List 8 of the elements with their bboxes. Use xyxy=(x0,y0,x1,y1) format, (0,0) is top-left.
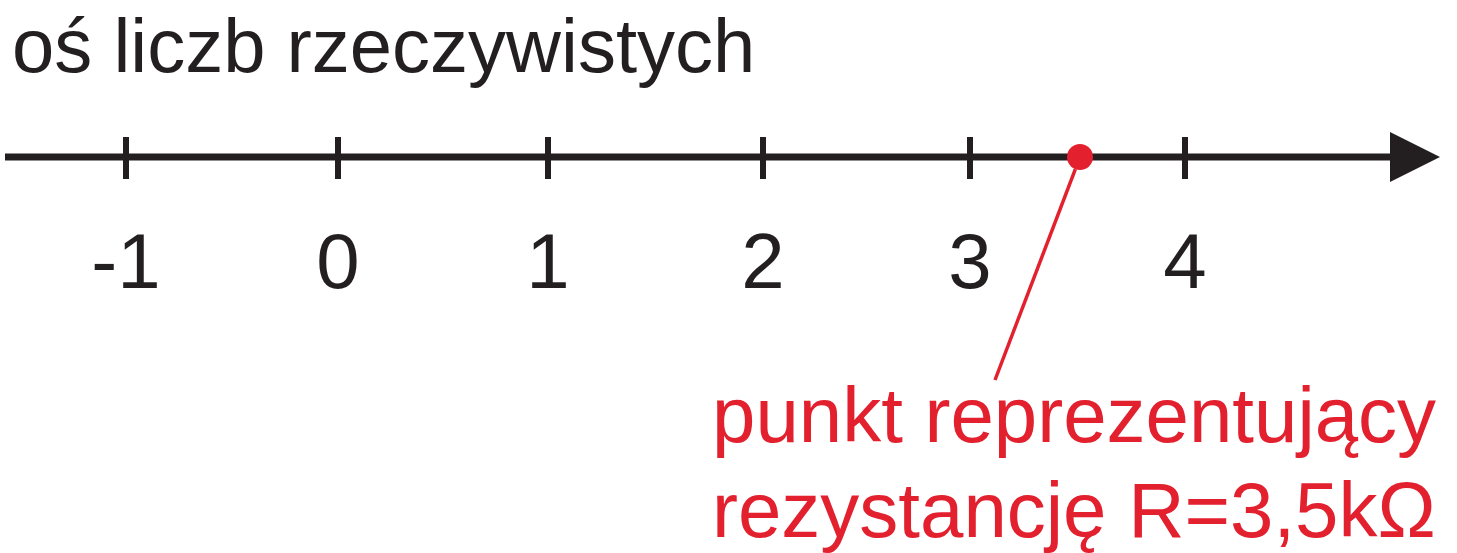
tick-label: 3 xyxy=(948,222,992,300)
point-marker xyxy=(1067,144,1093,170)
leader-line xyxy=(993,168,1077,381)
tick-label: -1 xyxy=(91,222,161,300)
tick-label: 0 xyxy=(316,222,360,300)
tick-label: 2 xyxy=(741,222,785,300)
tick-label: 4 xyxy=(1163,222,1207,300)
tick-label: 1 xyxy=(526,222,570,300)
